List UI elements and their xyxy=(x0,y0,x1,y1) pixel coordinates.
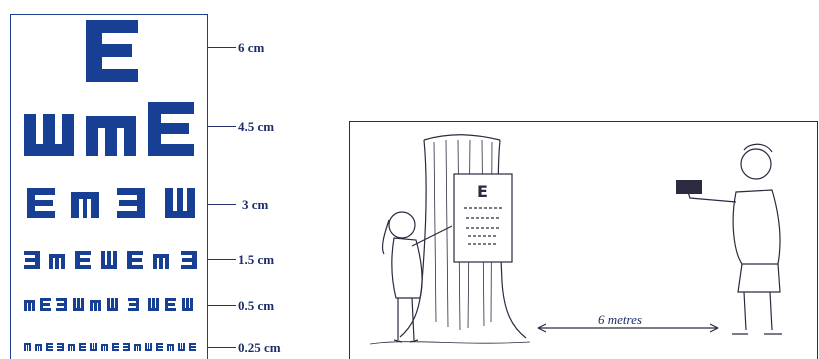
svg-text:E: E xyxy=(477,182,488,201)
size-tick-5 xyxy=(208,305,236,306)
e-card-in-hand xyxy=(676,180,702,194)
e-letters-row-4 xyxy=(24,251,198,269)
size-label-5: 0.5 cm xyxy=(238,298,274,314)
girl-head xyxy=(389,212,415,238)
e-letters-row-5 xyxy=(24,298,200,311)
size-label-1: 6 cm xyxy=(238,40,264,56)
vision-test-illustration: E 6 metres xyxy=(349,121,818,359)
size-label-2: 4.5 cm xyxy=(238,119,274,135)
girl-dress xyxy=(392,238,422,298)
boy-shorts xyxy=(738,264,780,292)
e-letters-row-3 xyxy=(27,188,195,218)
boy-shirt xyxy=(733,190,780,264)
size-tick-4 xyxy=(208,259,236,260)
e-letters-row-2 xyxy=(24,102,194,156)
size-tick-2 xyxy=(208,126,236,127)
girl-hair xyxy=(383,220,389,254)
boy-head xyxy=(741,149,771,179)
distance-label: 6 metres xyxy=(598,312,642,328)
e-letters-row-6 xyxy=(24,343,200,351)
size-tick-1 xyxy=(208,47,236,48)
size-label-3: 3 cm xyxy=(242,197,268,213)
girl-arm-pointing xyxy=(412,226,452,246)
scene-drawing: E xyxy=(350,122,818,359)
e-letter-up-open-right xyxy=(86,20,138,82)
size-label-4: 1.5 cm xyxy=(238,252,274,268)
size-tick-3 xyxy=(208,204,236,205)
size-tick-6 xyxy=(208,347,236,348)
size-label-6: 0.25 cm xyxy=(238,340,281,356)
